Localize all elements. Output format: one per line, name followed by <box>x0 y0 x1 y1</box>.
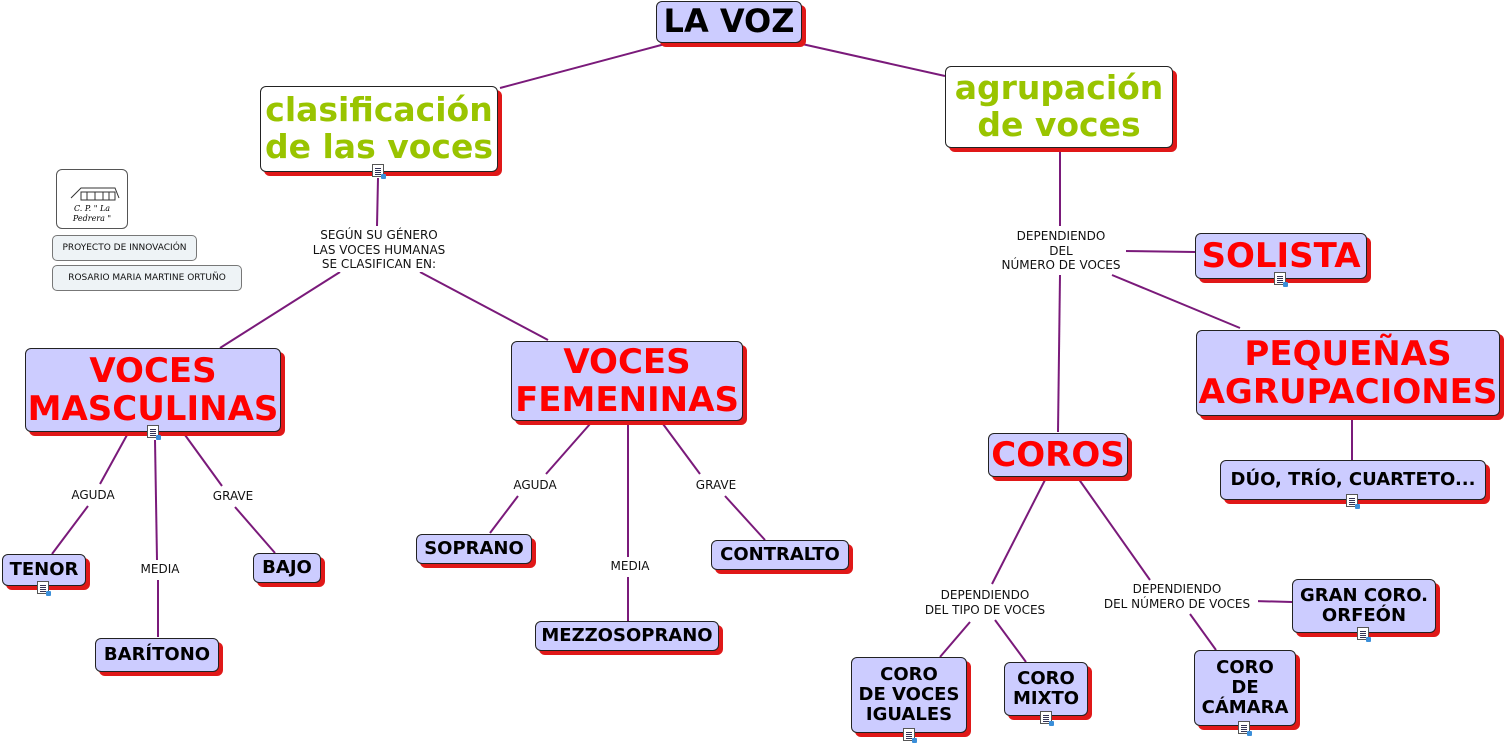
note-icon[interactable] <box>903 728 917 743</box>
author-label: ROSARIO MARIA MARTINE ORTUÑO <box>68 273 226 283</box>
note-icon[interactable] <box>1238 721 1252 736</box>
contralto-node[interactable]: CONTRALTO <box>711 540 849 570</box>
link-label-tipo-voces: DEPENDIENDO DEL TIPO DE VOCES <box>915 588 1055 618</box>
note-icon[interactable] <box>147 425 161 440</box>
link-label-dependiendo-numero: DEPENDIENDO DEL NÚMERO DE VOCES <box>996 229 1126 273</box>
logo-text: C. P. " La Pedrera " <box>72 204 112 224</box>
link-label-grave-masc: GRAVE <box>206 489 260 504</box>
coro-mixto-node[interactable]: CORO MIXTO <box>1004 662 1088 716</box>
root-title: LA VOZ <box>663 2 795 41</box>
contralto-label: CONTRALTO <box>720 543 840 565</box>
tenor-label: TENOR <box>9 558 79 580</box>
school-building-icon <box>70 187 120 201</box>
mezzosoprano-node[interactable]: MEZZOSOPRANO <box>535 621 719 651</box>
note-icon[interactable] <box>1346 494 1360 509</box>
agrupacion-label: agrupación de voces <box>954 68 1164 144</box>
link-label-aguda-masc: AGUDA <box>66 488 120 503</box>
author-box: ROSARIO MARIA MARTINE ORTUÑO <box>52 265 242 291</box>
coros-label: COROS <box>991 434 1125 475</box>
link-label-segun: SEGÚN SU GÉNERO LAS VOCES HUMANAS SE CLA… <box>307 228 451 272</box>
note-icon[interactable] <box>1357 627 1371 642</box>
solista-label: SOLISTA <box>1201 235 1361 276</box>
link-label-aguda-fem: AGUDA <box>508 478 562 493</box>
voces-femeninas-label: VOCES FEMENINAS <box>515 341 739 420</box>
note-icon[interactable] <box>1274 272 1288 287</box>
agrupacion-node[interactable]: agrupación de voces <box>945 66 1173 148</box>
coro-voces-iguales-label: CORO DE VOCES IGUALES <box>858 663 960 726</box>
coro-camara-label: CORO DE CÁMARA <box>1201 656 1289 719</box>
voces-masculinas-node[interactable]: VOCES MASCULINAS <box>25 348 281 432</box>
pequenas-agrupaciones-label: PEQUEÑAS AGRUPACIONES <box>1198 333 1498 412</box>
voces-femeninas-node[interactable]: VOCES FEMENINAS <box>511 341 743 421</box>
duo-trio-node[interactable]: DÚO, TRÍO, CUARTETO... <box>1220 460 1486 500</box>
link-label-media-fem: MEDIA <box>604 559 656 574</box>
coro-voces-iguales-node[interactable]: CORO DE VOCES IGUALES <box>851 657 967 733</box>
clasificacion-label: clasificación de las voces <box>265 90 493 166</box>
note-icon[interactable] <box>37 581 51 596</box>
coro-mixto-label: CORO MIXTO <box>1012 667 1080 709</box>
link-label-numero-voces: DEPENDIENDO DEL NÚMERO DE VOCES <box>1096 582 1258 612</box>
project-label: PROYECTO DE INNOVACIÓN <box>62 243 187 253</box>
solista-node[interactable]: SOLISTA <box>1195 233 1367 279</box>
pequenas-agrupaciones-node[interactable]: PEQUEÑAS AGRUPACIONES <box>1196 330 1500 416</box>
gran-coro-label: GRAN CORO. ORFEÓN <box>1299 584 1428 626</box>
bajo-node[interactable]: BAJO <box>253 553 321 583</box>
note-icon[interactable] <box>1040 711 1054 726</box>
baritono-label: BARÍTONO <box>103 643 211 665</box>
baritono-node[interactable]: BARÍTONO <box>95 638 219 672</box>
soprano-node[interactable]: SOPRANO <box>416 534 532 564</box>
bajo-label: BAJO <box>262 556 312 578</box>
gran-coro-node[interactable]: GRAN CORO. ORFEÓN <box>1292 579 1436 633</box>
soprano-label: SOPRANO <box>424 537 524 559</box>
note-icon[interactable] <box>372 164 386 179</box>
mezzosoprano-label: MEZZOSOPRANO <box>541 624 713 646</box>
link-label-grave-fem: GRAVE <box>689 478 743 493</box>
coro-camara-node[interactable]: CORO DE CÁMARA <box>1194 650 1296 726</box>
coros-node[interactable]: COROS <box>988 433 1128 477</box>
project-box: PROYECTO DE INNOVACIÓN <box>52 235 197 261</box>
tenor-node[interactable]: TENOR <box>2 554 86 586</box>
link-label-media-masc: MEDIA <box>134 562 186 577</box>
root-node[interactable]: LA VOZ <box>656 1 802 43</box>
school-logo: C. P. " La Pedrera " <box>56 169 128 229</box>
duo-trio-label: DÚO, TRÍO, CUARTETO... <box>1230 468 1476 490</box>
voces-masculinas-label: VOCES MASCULINAS <box>27 350 279 429</box>
clasificacion-node[interactable]: clasificación de las voces <box>260 86 498 172</box>
